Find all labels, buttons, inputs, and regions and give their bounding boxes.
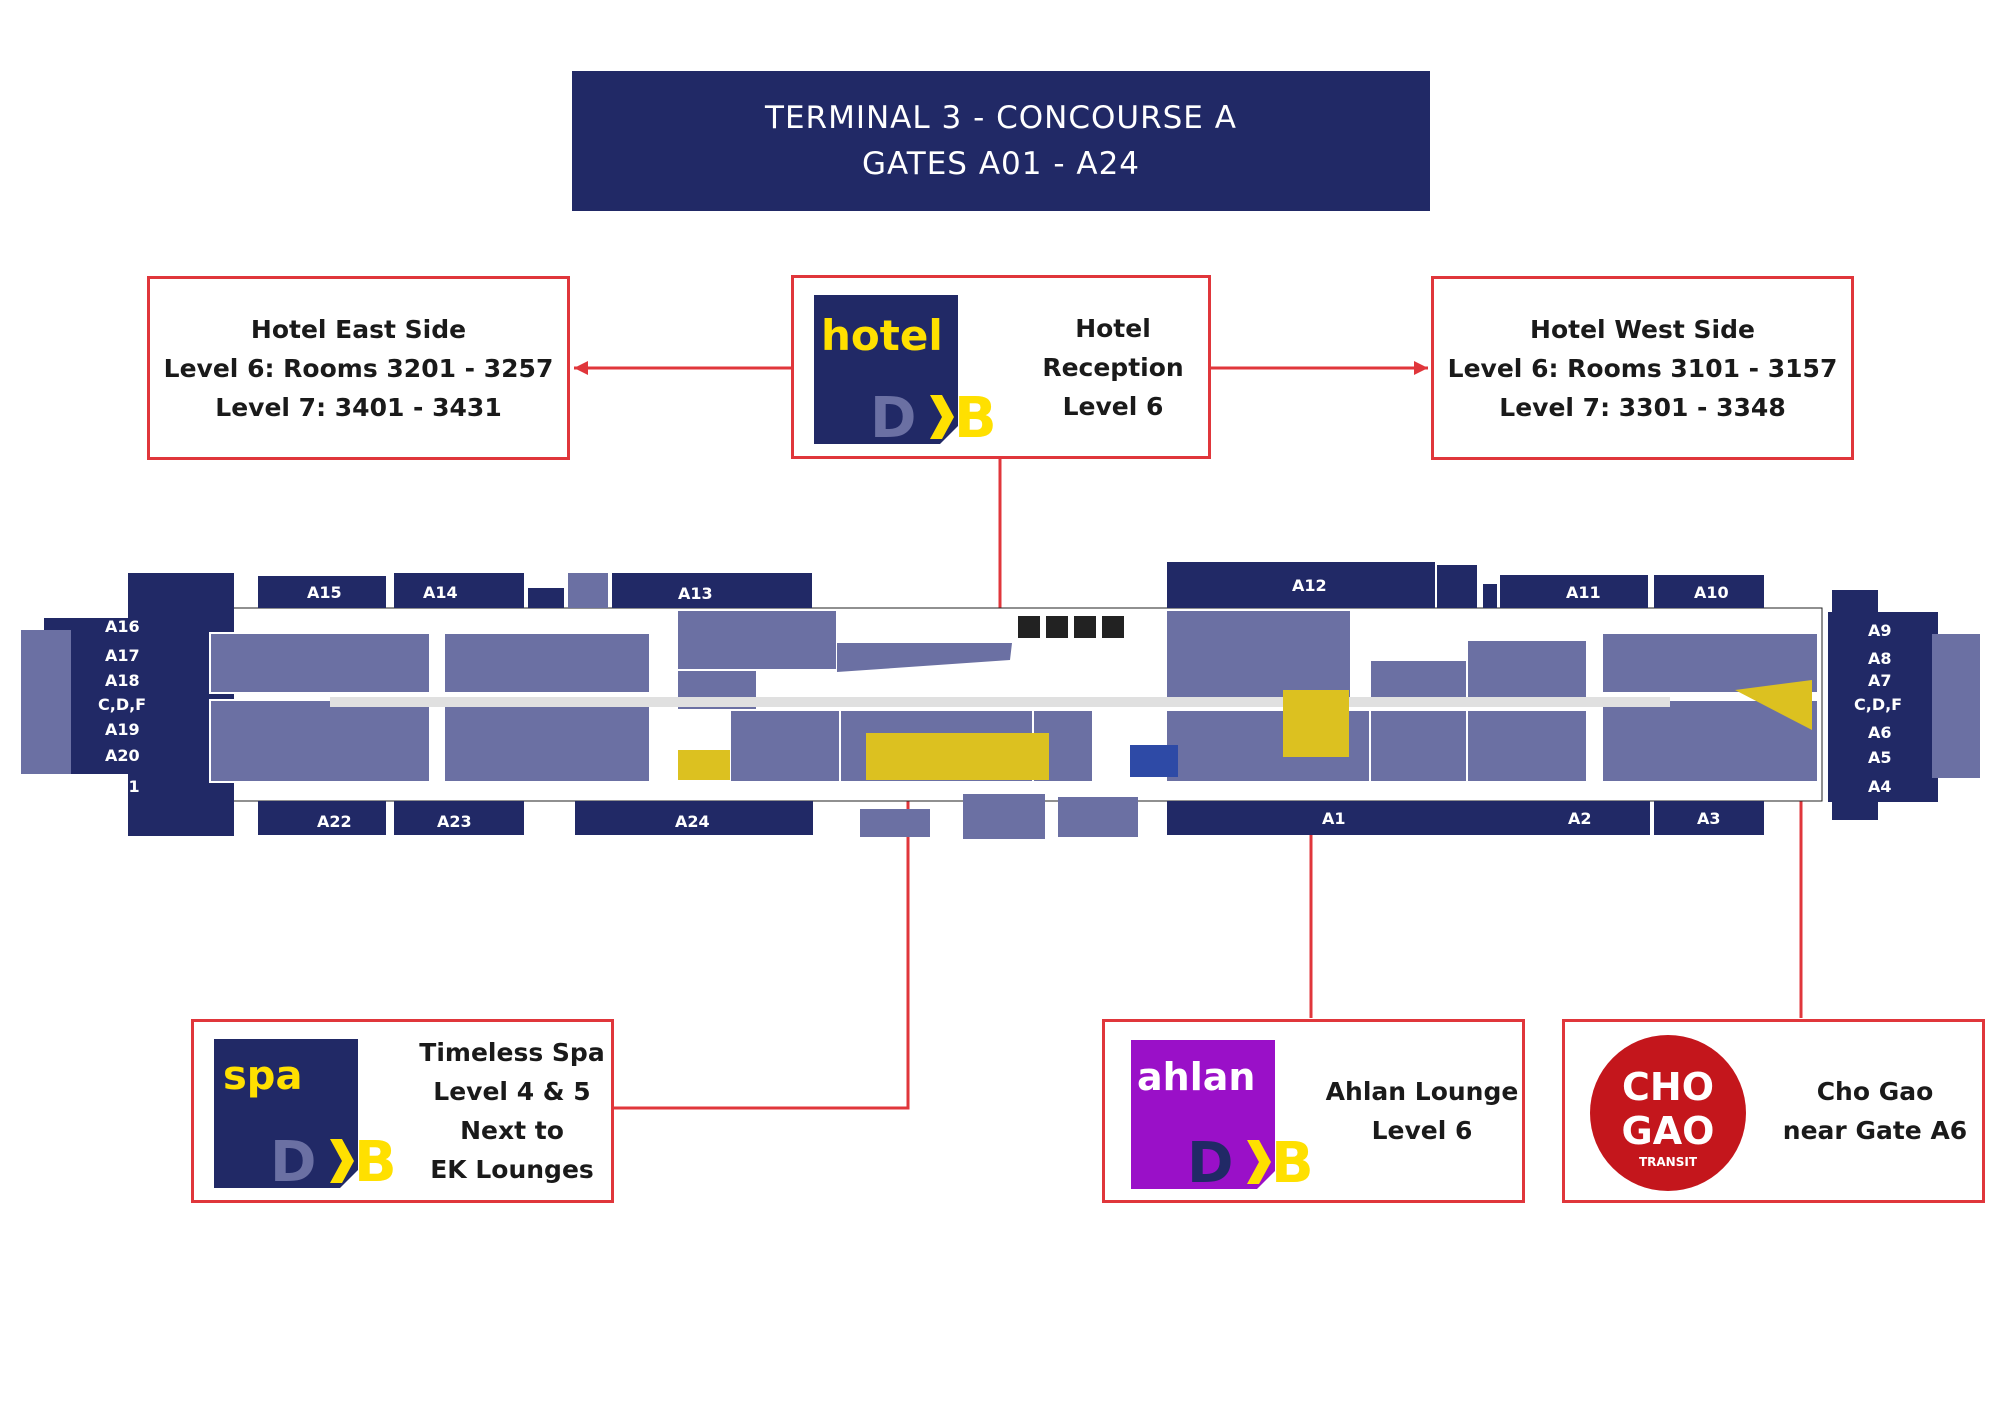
hotel-reception-line3: Level 6	[1062, 391, 1164, 421]
hotel-east-card: Hotel East Side Level 6: Rooms 3201 - 32…	[147, 276, 570, 460]
title-line-2: GATES A01 - A24	[861, 146, 1141, 182]
bottom-gate-bars	[258, 801, 1764, 835]
ahlan-dxb-b: B	[1271, 1131, 1314, 1189]
chogao-line1: Cho Gao	[1816, 1077, 1934, 1106]
gate-a14: A14	[423, 583, 458, 602]
top-gate-bars	[258, 562, 1764, 608]
gate-a24: A24	[675, 812, 710, 831]
spa-line1: Timeless Spa	[419, 1038, 605, 1067]
chogao-logo-cho: CHO	[1622, 1065, 1714, 1109]
gate-a4: A4	[1868, 777, 1892, 796]
hotel-reception-card: hotel D B Hotel Reception Level 6	[791, 275, 1211, 459]
gate-a19: A19	[105, 720, 140, 739]
chogao-logo-gao: GAO	[1622, 1109, 1715, 1153]
gate-cdf-west: C,D,F	[98, 695, 146, 714]
hotel-dxb-b: B	[954, 386, 997, 444]
hotel-west-title: Hotel West Side	[1530, 314, 1755, 344]
chogao-text: Cho Gao near Gate A6	[1765, 1022, 1985, 1200]
gate-a2: A2	[1568, 809, 1592, 828]
bottom-extras	[860, 794, 1138, 839]
spa-dxb-logo: spa D B	[214, 1039, 400, 1195]
title-banner: TERMINAL 3 - CONCOURSE A GATES A01 - A24	[572, 71, 1430, 211]
hotel-logo-word: hotel	[821, 311, 943, 360]
spa-text: Timeless Spa Level 4 & 5 Next to EK Loun…	[412, 1022, 612, 1200]
spa-line4: EK Lounges	[430, 1155, 594, 1184]
gate-a16: A16	[105, 617, 140, 636]
blue-block	[1130, 745, 1178, 777]
ahlan-dxb-logo: ahlan D B	[1131, 1040, 1317, 1196]
hotel-east-title: Hotel East Side	[250, 314, 467, 344]
spa-logo-word: spa	[223, 1053, 302, 1099]
spa-line3: Next to	[460, 1116, 564, 1145]
spa-card: spa D B Timeless Spa Level 4 & 5 Next to…	[191, 1019, 614, 1203]
gate-cdf-east: C,D,F	[1854, 695, 1902, 714]
gate-a23: A23	[437, 812, 472, 831]
hotel-dxb-x	[930, 395, 954, 439]
spa-dxb-d: D	[270, 1130, 316, 1188]
hotel-west-level7: Level 7: 3301 - 3348	[1499, 392, 1786, 422]
hotel-reception-line2: Reception	[1042, 352, 1184, 382]
chogao-area	[1735, 680, 1812, 730]
hotel-east-level7: Level 7: 3401 - 3431	[215, 392, 502, 422]
central-wedge	[837, 610, 1012, 672]
spa-dxb-x	[330, 1139, 354, 1183]
chogao-logo-transit: TRANSIT	[1639, 1155, 1698, 1169]
chogao-card: CHO GAO TRANSIT Cho Gao near Gate A6	[1562, 1019, 1985, 1203]
east-end-piers	[1828, 590, 1980, 820]
gate-a13: A13	[678, 584, 713, 603]
highlight-areas	[678, 680, 1812, 780]
ahlan-dxb-x	[1247, 1140, 1271, 1184]
title-line-1: TERMINAL 3 - CONCOURSE A	[765, 100, 1237, 136]
connector-spa	[613, 757, 910, 1110]
arrow-left-icon	[574, 361, 588, 375]
ahlan-lounge-area	[1283, 690, 1349, 757]
gate-a6: A6	[1868, 723, 1892, 742]
hotel-dxb-logo: hotel D B	[814, 295, 1000, 451]
hotel-west-level6: Level 6: Rooms 3101 - 3157	[1447, 353, 1838, 383]
arrow-right-icon	[1414, 361, 1428, 375]
gate-a17: A17	[105, 646, 140, 665]
gate-a11: A11	[1566, 583, 1601, 602]
ahlan-line2: Level 6	[1371, 1116, 1473, 1145]
gate-a9: A9	[1868, 621, 1892, 640]
ahlan-text: Ahlan Lounge Level 6	[1319, 1022, 1525, 1200]
spa-area	[678, 750, 730, 780]
gate-a21: A21	[105, 777, 140, 796]
walkway	[330, 697, 1670, 707]
gate-a7: A7	[1868, 671, 1892, 690]
ahlan-logo-word: ahlan	[1137, 1055, 1255, 1099]
hotel-reception-line1: Hotel	[1075, 313, 1151, 343]
hotel-east-level6: Level 6: Rooms 3201 - 3257	[163, 353, 554, 383]
ahlan-dxb-d: D	[1187, 1131, 1233, 1189]
hotel-west-text: Hotel West Side Level 6: Rooms 3101 - 31…	[1434, 279, 1851, 457]
gate-a5: A5	[1868, 748, 1892, 767]
hotel-reception-text: Hotel Reception Level 6	[1018, 278, 1208, 456]
west-end-piers	[21, 573, 234, 836]
ahlan-card: ahlan D B Ahlan Lounge Level 6	[1102, 1019, 1525, 1203]
gate-a12: A12	[1292, 576, 1327, 595]
gate-a8: A8	[1868, 649, 1892, 668]
gate-a1: A1	[1322, 809, 1346, 828]
spa-line2: Level 4 & 5	[433, 1077, 591, 1106]
dark-squares	[1018, 616, 1124, 638]
hotel-dxb-d: D	[870, 386, 916, 444]
hotel-east-text: Hotel East Side Level 6: Rooms 3201 - 32…	[150, 279, 567, 457]
gate-a18: A18	[105, 671, 140, 690]
spa-dxb-b: B	[354, 1130, 397, 1188]
chogao-logo: CHO GAO TRANSIT	[1587, 1032, 1749, 1194]
gate-a10: A10	[1694, 583, 1729, 602]
ahlan-line1: Ahlan Lounge	[1325, 1077, 1519, 1106]
gate-labels: A15 A14 A13 A12 A11 A10 A16 A17 A18 C,D,…	[98, 576, 1902, 831]
gate-a3: A3	[1697, 809, 1721, 828]
chogao-line2: near Gate A6	[1782, 1116, 1968, 1145]
gate-a20: A20	[105, 746, 140, 765]
hotel-reception-area	[866, 733, 1049, 780]
gate-a22: A22	[317, 812, 352, 831]
hotel-west-card: Hotel West Side Level 6: Rooms 3101 - 31…	[1431, 276, 1854, 460]
gate-a15: A15	[307, 583, 342, 602]
